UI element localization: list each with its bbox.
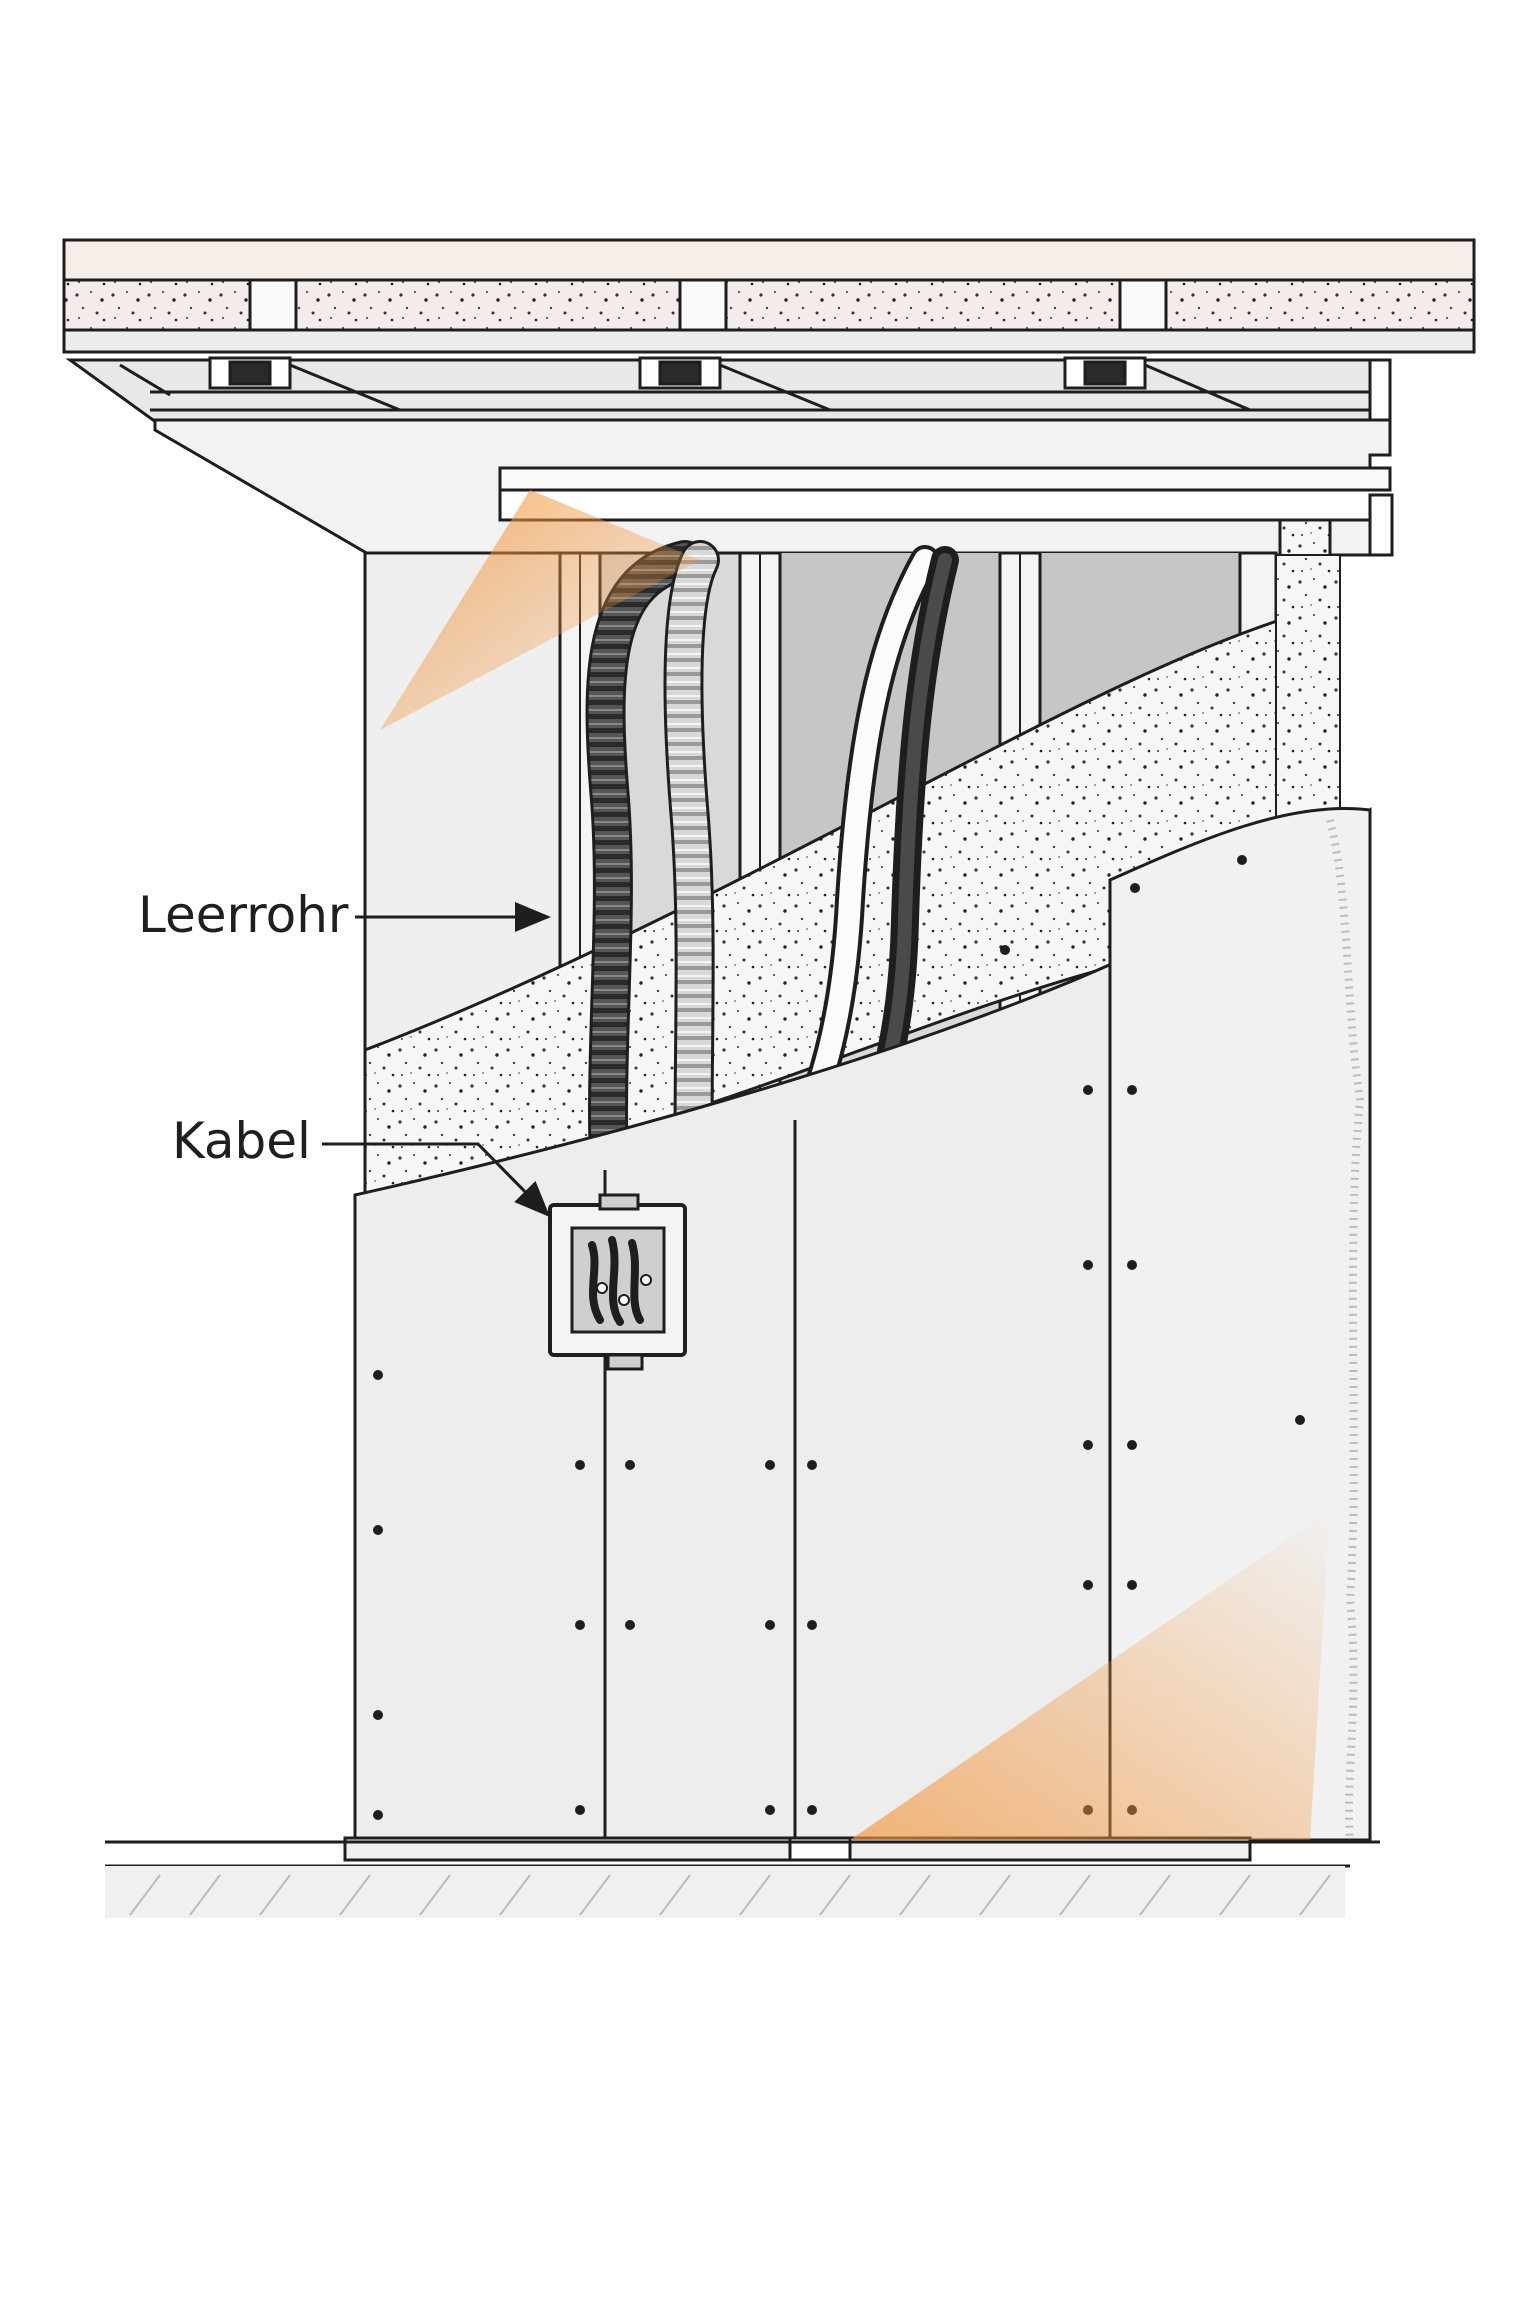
junction-box [548,1193,687,1371]
accent-beam-bottom [850,1510,1330,1840]
ceiling-slab [62,238,1476,354]
floor [105,1836,1380,1918]
label-conduit: Leerrohr [138,886,551,944]
ceiling-frame [65,356,1394,557]
label-conduit-text: Leerrohr [138,886,349,944]
label-cable: Kabel [172,1112,551,1218]
insulation-right [1275,554,1341,842]
label-cable-text: Kabel [172,1112,311,1170]
label-cable-leader [322,1142,551,1218]
accent-beam-top [380,490,700,730]
